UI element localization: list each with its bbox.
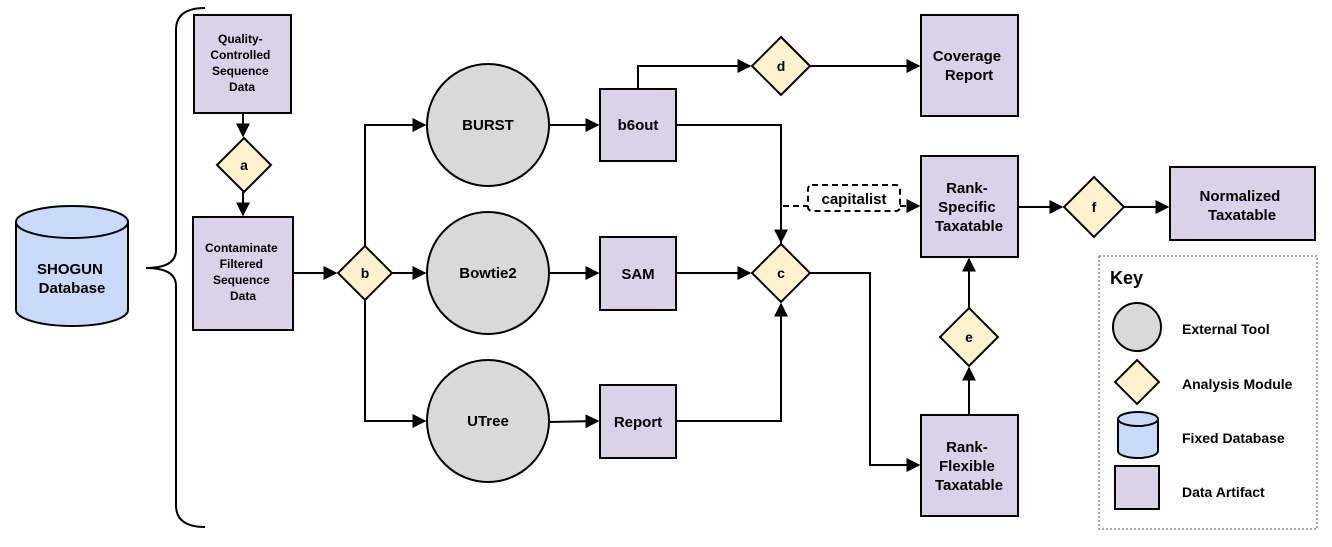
report-artifact: Report [599,384,677,459]
legend-fixed-database: Fixed Database [1117,411,1285,459]
diamond-icon [1113,358,1161,406]
quality-controlled-data-node: Quality- Controlled Sequence Data [193,14,292,114]
module-c-label: c [777,265,785,281]
cf-line1: Contaminate [205,241,278,255]
rank-flexible-taxatable-artifact: Rank- Flexible Taxatable [920,414,1019,517]
module-e-label: e [965,329,973,345]
qc-line4: Data [229,80,255,94]
module-e: e [938,306,1000,368]
module-d: d [750,35,812,97]
cf-line3: Sequence [213,273,270,287]
rank-specific-line1: Rank- [946,180,988,197]
sam-artifact: SAM [599,236,677,311]
svg-text:Normalized Taxatable: Normalized Taxatable [1199,188,1284,224]
burst-tool: BURST [426,63,550,187]
capitalist-text: capitalist [821,191,886,208]
rank-flexible-line3: Taxatable [935,477,1003,494]
module-b-label: b [361,265,370,281]
cf-line4: Data [230,289,256,303]
report-label: Report [614,414,662,431]
module-f-label: f [1092,199,1097,215]
normalized-taxatable-artifact: Normalized Taxatable [1169,166,1316,241]
svg-text:Rank- Specific Tax: Rank- Specific Taxatable [935,180,1003,235]
normalized-line1: Normalized [1199,188,1280,205]
qc-line3: Sequence [212,64,269,78]
coverage-line1: Coverage [933,48,1001,65]
module-a: a [215,136,273,194]
svg-text:Quality- Controlled: Quality- Controlled Sequence Data [210,32,273,94]
legend-label-external-tool: External Tool [1182,321,1270,337]
normalized-line2: Taxatable [1208,207,1276,224]
cf-line2: Filtered [220,257,263,271]
bowtie2-label: Bowtie2 [459,265,517,282]
shogun-database: SHOGUN Database [15,205,129,327]
legend-title: Key [1110,268,1143,288]
burst-label: BURST [462,117,514,134]
bowtie2-tool: Bowtie2 [426,211,550,335]
module-f: f [1062,175,1126,239]
module-c: c [750,242,812,304]
shogun-db-line2: Database [39,280,106,297]
b6out-artifact: b6out [599,88,677,162]
svg-text:Coverage Report: Coverage Report [933,48,1006,84]
svg-text:SHOGUN Database: SHOGUN Database [37,261,107,297]
legend-label-data-artifact: Data Artifact [1182,484,1265,500]
legend-label-analysis-module: Analysis Module [1182,376,1293,392]
circle-icon [1112,302,1162,352]
sam-label: SAM [621,266,654,283]
rank-flexible-line2: Flexible [939,458,995,475]
shogun-db-line1: SHOGUN [37,261,103,278]
coverage-report-artifact: Coverage Report [920,14,1019,117]
legend-data-artifact: Data Artifact [1114,465,1265,510]
contaminate-filtered-data-node: Contaminate Filtered Sequence Data [192,216,294,331]
legend-external-tool: External Tool [1112,302,1270,352]
module-d-label: d [777,58,786,74]
rank-specific-line3: Taxatable [935,218,1003,235]
svg-text:Contaminate Filtered: Contaminate Filtered Sequence Data [205,241,281,303]
rank-specific-taxatable-artifact: Rank- Specific Taxatable [920,155,1019,258]
module-b: b [336,244,394,302]
rank-specific-line2: Specific [938,199,996,216]
square-icon [1114,465,1160,510]
utree-label: UTree [467,413,509,430]
b6out-label: b6out [618,117,659,134]
rank-flexible-line1: Rank- [946,439,988,456]
qc-line2: Controlled [210,48,270,62]
edges [236,59,1170,472]
coverage-line2: Report [945,67,993,84]
brace [145,7,206,528]
legend: Key External Tool Analysis Module Fixed … [1098,255,1318,530]
legend-label-fixed-database: Fixed Database [1182,430,1285,446]
utree-tool: UTree [426,359,550,483]
svg-text:Rank- Flexible Tax: Rank- Flexible Taxatable [935,439,1003,494]
legend-analysis-module: Analysis Module [1113,358,1293,406]
cylinder-icon [1117,411,1159,459]
capitalist-label: capitalist [807,184,901,212]
module-a-label: a [240,157,248,173]
qc-line1: Quality- [218,32,263,46]
